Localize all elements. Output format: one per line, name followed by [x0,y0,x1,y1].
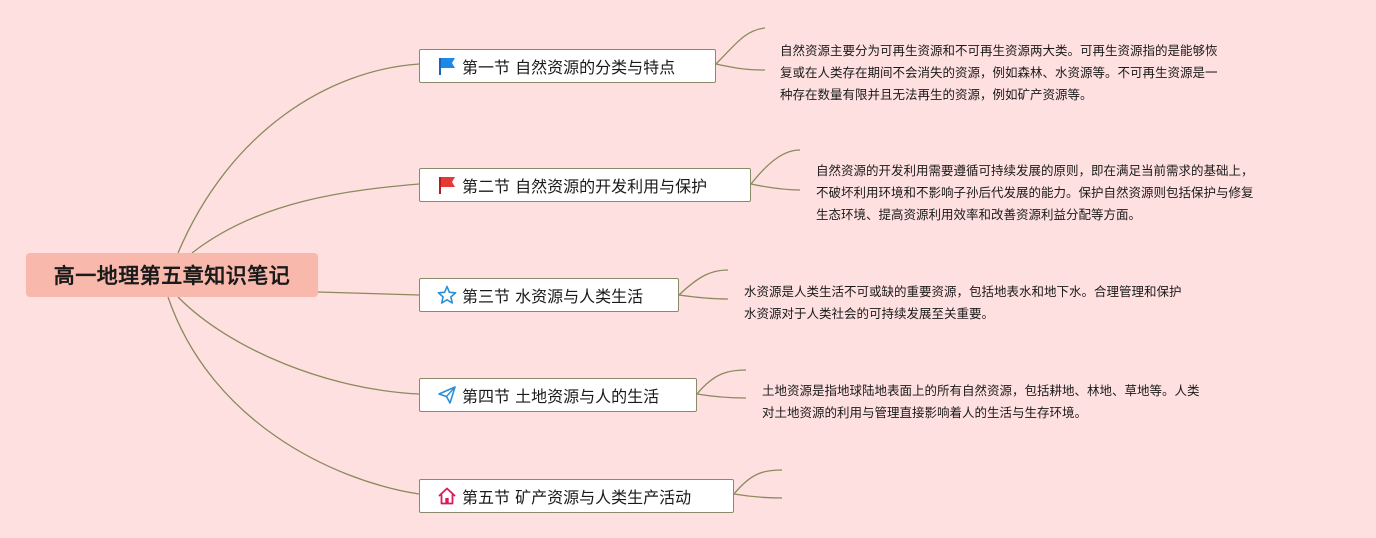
topic-section-5[interactable]: 第五节 矿产资源与人类生产活动 [419,479,734,513]
topic-label: 第四节 土地资源与人的生活 [462,387,660,406]
note-bracket-5 [733,469,783,499]
note-line: 水资源对于人类社会的可持续发展至关重要。 [744,306,995,321]
topic-section-4[interactable]: 第四节 土地资源与人的生活 [419,378,697,412]
note-line: 复或在人类存在期间不会消失的资源，例如森林、水资源等。不可再生资源是一 [780,65,1218,80]
star-outline-icon [436,284,458,306]
root-topic[interactable]: 高一地理第五章知识笔记 [26,253,318,297]
branch-to-section-3 [317,291,420,296]
note-line: 土地资源是指地球陆地表面上的所有自然资源，包括耕地、林地、草地等。人类 [762,383,1200,398]
note-line: 对土地资源的利用与管理直接影响着人的生活与生存环境。 [762,405,1088,420]
topic-label: 第五节 矿产资源与人类生产活动 [462,488,692,507]
topic-label: 第二节 自然资源的开发利用与保护 [462,177,708,196]
branch-to-section-4 [177,296,420,395]
branch-to-section-5 [167,296,420,495]
note-line: 生态环境、提高资源利用效率和改善资源利益分配等方面。 [816,207,1142,222]
topic-label: 第一节 自然资源的分类与特点 [462,58,676,77]
topic-section-3[interactable]: 第三节 水资源与人类生活 [419,278,679,312]
topic-section-2[interactable]: 第二节 自然资源的开发利用与保护 [419,168,751,202]
topic-section-1[interactable]: 第一节 自然资源的分类与特点 [419,49,716,83]
blue-flag-icon [436,55,458,77]
root-title: 高一地理第五章知识笔记 [53,264,291,288]
note-bracket-1 [715,27,766,71]
note-line: 自然资源主要分为可再生资源和不可再生资源两大类。可再生资源指的是能够恢 [780,43,1218,58]
note-line: 种存在数量有限并且无法再生的资源，例如矿产资源等。 [780,87,1093,102]
note-bracket-3 [678,269,729,300]
house-icon [436,485,458,507]
note-section-3: 水资源是人类生活不可或缺的重要资源，包括地表水和地下水。合理管理和保护 水资源对… [744,281,1182,325]
note-line: 不破坏利用环境和不影响子孙后代发展的能力。保护自然资源则包括保护与修复 [816,185,1254,200]
note-bracket-4 [696,369,747,399]
red-flag-icon [436,174,458,196]
note-bracket-2 [750,149,801,191]
paper-plane-icon [436,384,458,406]
note-section-2: 自然资源的开发利用需要遵循可持续发展的原则，即在满足当前需求的基础上， 不破坏利… [816,160,1254,226]
branch-to-section-1 [177,63,420,254]
note-section-4: 土地资源是指地球陆地表面上的所有自然资源，包括耕地、林地、草地等。人类 对土地资… [762,380,1200,424]
topic-label: 第三节 水资源与人类生活 [462,287,644,306]
branch-to-section-2 [191,183,420,254]
note-section-1: 自然资源主要分为可再生资源和不可再生资源两大类。可再生资源指的是能够恢 复或在人… [780,40,1218,106]
note-line: 水资源是人类生活不可或缺的重要资源，包括地表水和地下水。合理管理和保护 [744,284,1182,299]
note-line: 自然资源的开发利用需要遵循可持续发展的原则，即在满足当前需求的基础上， [816,163,1254,178]
